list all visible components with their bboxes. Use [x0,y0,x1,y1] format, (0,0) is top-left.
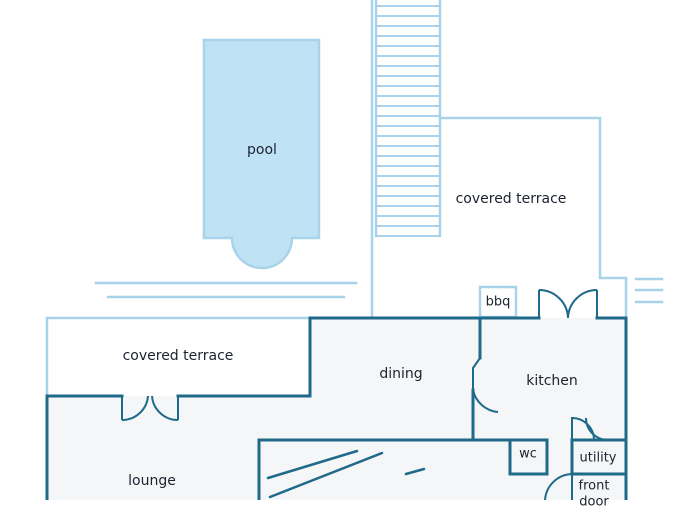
bbq-label: bbq [485,294,511,310]
covered-terrace-lower-label: covered terrace [122,348,234,364]
pool-label: pool [247,142,277,158]
lower-terrace-outline [45,316,312,398]
wall-layer [45,316,628,500]
floor-layer [47,318,626,500]
kitchen-utility-door [585,417,609,441]
lounge-double-door [121,395,179,422]
kitchen-label: kitchen [526,373,578,389]
divider-door [472,357,499,413]
dining-label: dining [379,366,423,382]
upper-terrace-outline [370,0,628,320]
front-door-arc [544,473,573,500]
right-steps [634,277,664,304]
wc-label: wc [519,446,537,462]
kitchen-double-door [538,289,598,319]
house-floor [47,318,626,500]
hall-wall [257,438,475,500]
staircase [375,5,441,237]
utility-label: utility [579,450,617,466]
front-door-label: front door [578,478,610,510]
bbq-box [478,285,518,319]
door-layer [121,289,609,500]
pool [202,38,321,270]
lounge-label: lounge [128,473,176,489]
wc-walls [508,438,549,476]
covered-terrace-upper-label: covered terrace [455,191,567,207]
outdoor-layer [45,0,664,398]
interior-stairs [266,449,426,499]
pool-edge-lines [94,281,358,299]
